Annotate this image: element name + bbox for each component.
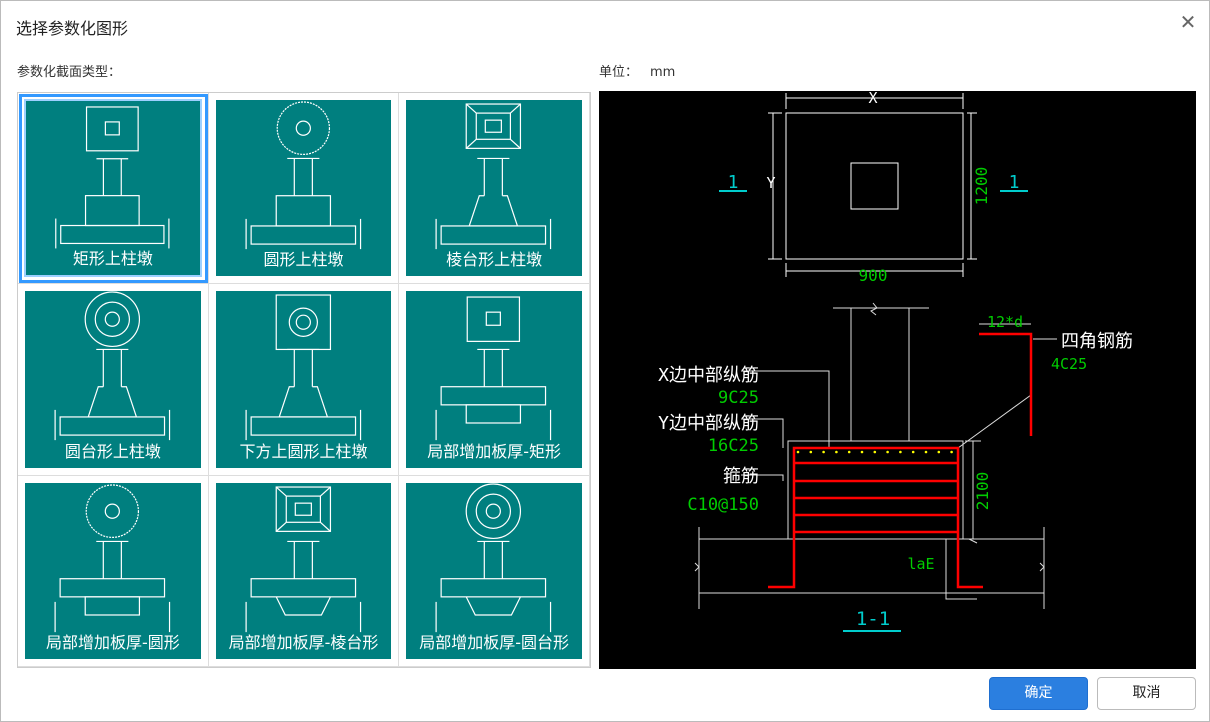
section-mark-right: 1	[1009, 172, 1020, 193]
pedestal-diagram-icon	[435, 483, 552, 632]
unit-label: 单位： mm	[599, 61, 675, 80]
section-type-label: 圆形上柱墩	[263, 250, 344, 270]
anchor-length: laE	[907, 555, 934, 573]
pedestal-diagram-icon	[435, 103, 552, 250]
section-type-thumbnail: 局部增加板厚-圆台形	[406, 482, 582, 659]
section-type-thumbnail: 下方上圆形上柱墩	[215, 291, 392, 468]
unit-value: mm	[650, 65, 676, 80]
unit-caption: 单位：	[599, 65, 639, 80]
x-bar-value: 9C25	[718, 388, 759, 408]
section-type-label: 下方上圆形上柱墩	[239, 441, 368, 461]
pedestal-diagram-icon	[54, 291, 171, 441]
rebar-dot	[924, 450, 928, 454]
hook-length: 12*d	[987, 313, 1023, 331]
section-type-label: 矩形上柱墩	[72, 249, 153, 269]
plan-view	[768, 93, 977, 277]
rebar-lines	[768, 332, 1033, 589]
section-type-label: 局部增加板厚-圆台形	[419, 632, 570, 652]
y-bar-label: Y边中部纵筋	[658, 413, 759, 434]
rebar-dot	[937, 450, 941, 454]
pedestal-diagram-icon	[435, 296, 552, 441]
pedestal-diagram-icon	[245, 486, 361, 632]
section-mark-left: 1	[728, 172, 739, 193]
rebar-dot	[911, 450, 915, 454]
section-type-thumbnail: 局部增加板厚-棱台形	[215, 482, 392, 659]
rebar-dot	[809, 450, 813, 454]
pedestal-diagram-icon	[55, 106, 170, 249]
rebar-dot	[886, 450, 889, 454]
section-type-thumbnail: 局部增加板厚-矩形	[406, 291, 582, 468]
rebar-dot	[835, 450, 838, 454]
preview-canvas: X Y 1200 900 1 1 X边中部纵筋 9C25 Y边中部纵筋 16C2…	[599, 89, 1196, 669]
longitudinal-bar-dots	[796, 450, 953, 454]
close-icon[interactable]: ✕	[1179, 10, 1197, 34]
rebar-dot	[796, 450, 800, 454]
section-type-label: 棱台形上柱墩	[446, 250, 543, 270]
pedestal-height: 2100	[973, 472, 992, 511]
section-view	[694, 302, 1057, 609]
section-type-option[interactable]: 局部增加板厚-棱台形	[208, 475, 400, 667]
plan-x-label: X	[868, 91, 877, 107]
plan-y-label: Y	[766, 174, 775, 192]
rebar-dot	[847, 450, 851, 454]
section-type-grid: 矩形上柱墩圆形上柱墩棱台形上柱墩圆台形上柱墩下方上圆形上柱墩局部增加板厚-矩形局…	[17, 92, 591, 668]
section-type-thumbnail: 矩形上柱墩	[26, 101, 200, 276]
y-bar-value: 16C25	[708, 436, 759, 456]
section-type-label: 圆台形上柱墩	[64, 441, 161, 461]
section-title: 1-1	[856, 608, 890, 630]
pedestal-diagram-icon	[54, 484, 171, 632]
section-type-option[interactable]: 圆形上柱墩	[208, 93, 400, 285]
section-type-option[interactable]: 局部增加板厚-圆形	[18, 475, 209, 667]
rebar-dot	[860, 450, 864, 454]
rebar-dot	[822, 450, 825, 454]
section-type-label: 局部增加板厚-矩形	[427, 441, 562, 461]
section-type-label: 局部增加板厚-圆形	[45, 632, 180, 652]
section-type-option[interactable]: 局部增加板厚-圆台形	[399, 475, 590, 667]
stirrup-label: 箍筋	[723, 466, 759, 487]
section-type-thumbnail: 局部增加板厚-圆形	[25, 482, 201, 659]
rebar-dot	[899, 450, 902, 454]
section-type-option[interactable]: 圆台形上柱墩	[18, 284, 209, 476]
section-type-option[interactable]: 局部增加板厚-矩形	[399, 284, 590, 476]
section-type-thumbnail: 圆形上柱墩	[215, 100, 392, 277]
section-type-option[interactable]: 矩形上柱墩	[18, 93, 209, 285]
corner-bar-label: 四角钢筋	[1061, 331, 1133, 352]
plan-dim-y: 1200	[972, 167, 991, 206]
rebar-dot	[950, 450, 953, 454]
pedestal-diagram-icon	[245, 294, 361, 441]
pedestal-diagram-icon	[245, 101, 361, 250]
section-type-thumbnail: 棱台形上柱墩	[406, 100, 582, 277]
section-type-label: 局部增加板厚-棱台形	[228, 632, 379, 652]
stirrup-value: C10@150	[687, 495, 759, 515]
section-type-option[interactable]: 下方上圆形上柱墩	[208, 284, 400, 476]
ok-button[interactable]: 确定	[989, 677, 1088, 710]
rebar-dot	[873, 450, 877, 454]
section-type-option[interactable]: 棱台形上柱墩	[399, 93, 590, 285]
section-type-label: 参数化截面类型：	[17, 65, 122, 80]
plan-dim-x: 900	[859, 266, 888, 285]
section-type-thumbnail: 圆台形上柱墩	[25, 291, 201, 468]
dialog-title: 选择参数化图形	[16, 19, 129, 38]
x-bar-label: X边中部纵筋	[658, 365, 759, 386]
corner-bar-value: 4C25	[1051, 355, 1087, 373]
cancel-button[interactable]: 取消	[1097, 677, 1196, 710]
